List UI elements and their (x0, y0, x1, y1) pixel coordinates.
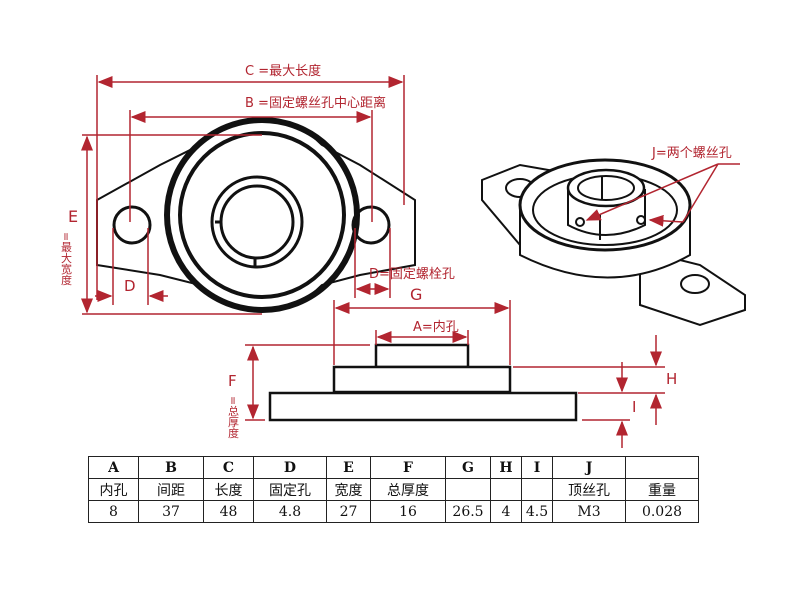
cell-value: 4 (490, 500, 522, 523)
top-view (96, 117, 416, 313)
label-b: B =固定螺丝孔中心距离 (245, 95, 386, 111)
cell-value: 4.8 (253, 500, 327, 523)
mount-hole-right (351, 205, 391, 245)
isometric-view (481, 158, 746, 327)
cell-name: 重量 (625, 478, 699, 501)
cell-value: 4.5 (521, 500, 553, 523)
cell-name: 宽度 (326, 478, 371, 501)
cell-letter: H (490, 456, 522, 479)
label-a: A=内孔 (413, 319, 459, 335)
cell-letter: D (253, 456, 327, 479)
cell-name: 总厚度 (370, 478, 446, 501)
cell-letter: J (552, 456, 626, 479)
label-g: G (410, 285, 422, 304)
side-view (268, 343, 578, 422)
cell-name (490, 478, 522, 501)
label-d-left: D (124, 277, 136, 295)
label-e-text: =最大宽度 (60, 232, 73, 286)
cell-value: 8 (88, 500, 139, 523)
cell-letter: B (138, 456, 204, 479)
cell-letter: A (88, 456, 139, 479)
cell-value: M3 (552, 500, 626, 523)
isometric-dimensions (585, 163, 740, 227)
cell-value: 37 (138, 500, 204, 523)
cell-letter: E (326, 456, 371, 479)
table-row-letters: A B C D E F G H I J (88, 456, 699, 479)
cell-name: 长度 (203, 478, 254, 501)
cell-name (445, 478, 491, 501)
label-i: I (632, 398, 636, 416)
label-h: H (666, 370, 677, 388)
spec-table: A B C D E F G H I J 内孔 间距 长度 固定孔 宽度 总厚度 … (88, 456, 699, 523)
cell-letter: C (203, 456, 254, 479)
table-row-values: 8 37 48 4.8 27 16 26.5 4 4.5 M3 0.028 (88, 500, 699, 523)
side-view-dimensions (245, 300, 665, 448)
table-row-names: 内孔 间距 长度 固定孔 宽度 总厚度 顶丝孔 重量 (88, 478, 699, 501)
cell-letter: F (370, 456, 446, 479)
label-f-letter: F (228, 372, 237, 390)
label-e-letter: E (68, 207, 78, 226)
label-d-right: D=固定螺栓孔 (369, 267, 455, 282)
cell-letter (625, 456, 699, 479)
top-view-dimensions (81, 75, 405, 315)
cell-value: 16 (370, 500, 446, 523)
cell-name: 间距 (138, 478, 204, 501)
cell-name: 固定孔 (253, 478, 327, 501)
label-c: C =最大长度 (245, 63, 321, 79)
cell-letter: G (445, 456, 491, 479)
cell-value: 26.5 (445, 500, 491, 523)
cell-name: 顶丝孔 (552, 478, 626, 501)
cell-letter: I (521, 456, 553, 479)
cell-value: 27 (326, 500, 371, 523)
mount-hole-left (112, 205, 152, 245)
cell-name (521, 478, 553, 501)
cell-name: 内孔 (88, 478, 139, 501)
label-f-text: =总厚度 (227, 396, 240, 439)
cell-value: 48 (203, 500, 254, 523)
cell-value: 0.028 (625, 500, 699, 523)
label-j: J=两个螺丝孔 (651, 146, 732, 161)
